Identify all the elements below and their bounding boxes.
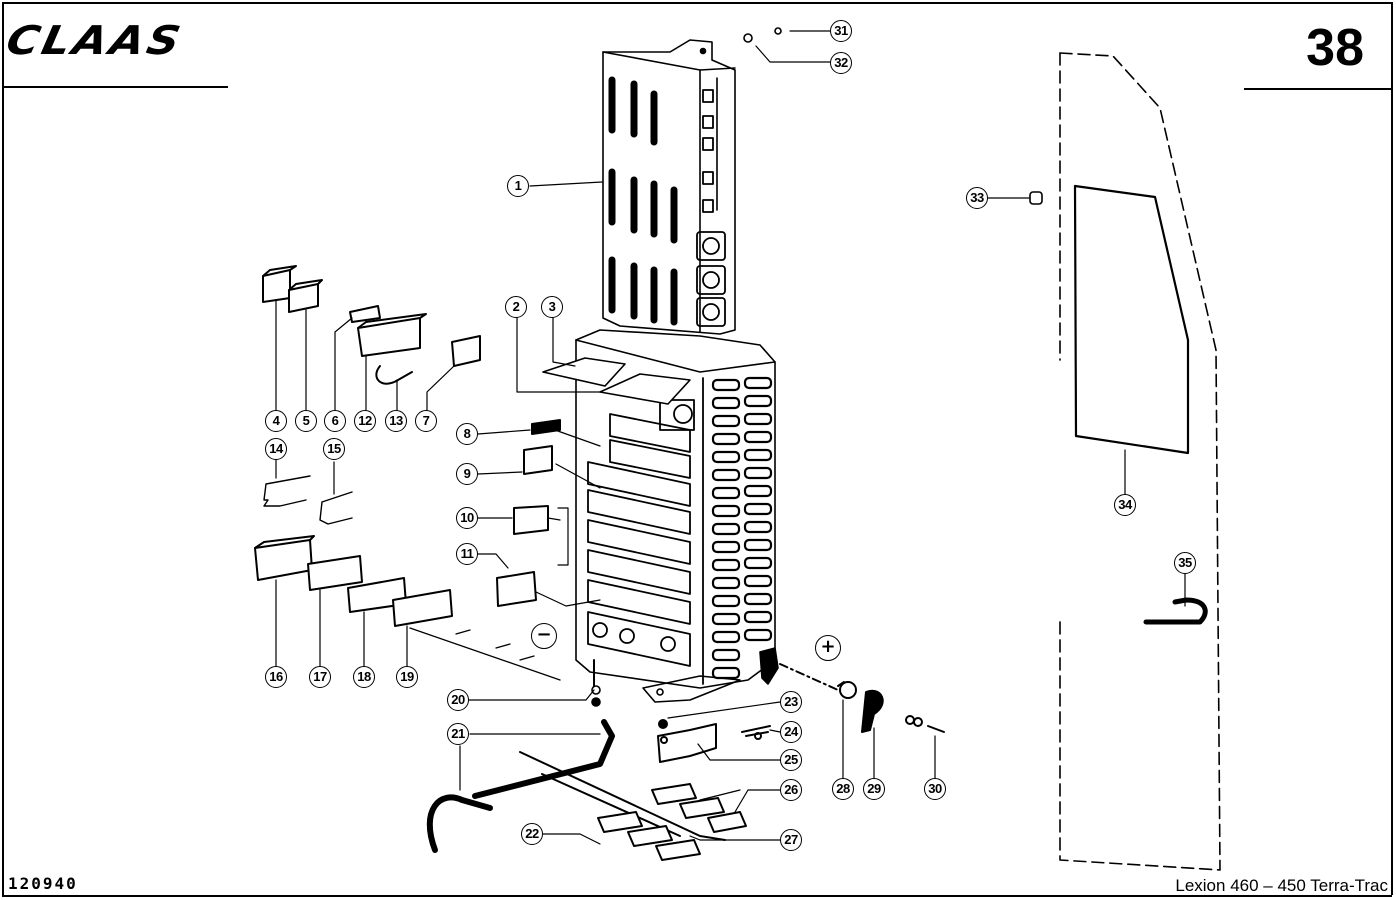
callout-34[interactable]: 34 xyxy=(1114,494,1136,516)
callout-2[interactable]: 2 xyxy=(505,296,527,318)
header-rule-right xyxy=(1244,88,1392,90)
callout-5[interactable]: 5 xyxy=(295,410,317,432)
callout-4[interactable]: 4 xyxy=(265,410,287,432)
callout-26[interactable]: 26 xyxy=(780,779,802,801)
callout-21[interactable]: 21 xyxy=(447,723,469,745)
callout-31[interactable]: 31 xyxy=(830,20,852,42)
frame-bottom xyxy=(2,895,1392,897)
fuse-column xyxy=(711,376,773,680)
callout-29[interactable]: 29 xyxy=(863,778,885,800)
wire-bridge-14 xyxy=(263,475,311,507)
relay-group-top xyxy=(262,265,481,385)
callout-32[interactable]: 32 xyxy=(830,52,852,74)
callout-17[interactable]: 17 xyxy=(309,666,331,688)
callout-7[interactable]: 7 xyxy=(415,410,437,432)
callout-28[interactable]: 28 xyxy=(832,778,854,800)
callout-16[interactable]: 16 xyxy=(265,666,287,688)
callout-10[interactable]: 10 xyxy=(456,507,478,529)
earth-straps xyxy=(426,719,771,861)
callout-11[interactable]: 11 xyxy=(456,543,478,565)
callout-35[interactable]: 35 xyxy=(1174,552,1196,574)
header-rule-left xyxy=(2,86,228,88)
callout-9[interactable]: 9 xyxy=(456,463,478,485)
negative-terminal-symbol: − xyxy=(531,623,557,649)
callout-27[interactable]: 27 xyxy=(780,829,802,851)
callout-15[interactable]: 15 xyxy=(323,438,345,460)
callout-12[interactable]: 12 xyxy=(354,410,376,432)
callout-6[interactable]: 6 xyxy=(324,410,346,432)
callout-30[interactable]: 30 xyxy=(924,778,946,800)
connector-slots xyxy=(608,76,678,326)
callout-24[interactable]: 24 xyxy=(780,721,802,743)
fuse-relay-box xyxy=(542,329,779,703)
frame-right xyxy=(1391,2,1393,895)
callout-19[interactable]: 19 xyxy=(396,666,418,688)
cab-outline xyxy=(1029,52,1221,871)
frame-top xyxy=(2,2,1392,4)
positive-terminal-symbol: + xyxy=(815,635,841,661)
model-label: Lexion 460 – 450 Terra-Trac xyxy=(1175,876,1388,895)
callout-1[interactable]: 1 xyxy=(507,175,529,197)
callout-33[interactable]: 33 xyxy=(966,187,988,209)
callout-23[interactable]: 23 xyxy=(780,691,802,713)
callout-25[interactable]: 25 xyxy=(780,749,802,771)
page-number: 38 xyxy=(1306,19,1364,77)
frame-left xyxy=(2,2,4,895)
callout-3[interactable]: 3 xyxy=(541,296,563,318)
callout-13[interactable]: 13 xyxy=(385,410,407,432)
callout-14[interactable]: 14 xyxy=(265,438,287,460)
diode-modules xyxy=(496,419,561,607)
battery-terminal-parts xyxy=(745,663,945,740)
central-electronics-module xyxy=(602,39,736,335)
leader-lines xyxy=(275,30,1186,845)
relay-group-bottom xyxy=(254,535,453,627)
callout-8[interactable]: 8 xyxy=(456,423,478,445)
wire-bridge-15 xyxy=(319,491,353,525)
callout-20[interactable]: 20 xyxy=(447,689,469,711)
callout-22[interactable]: 22 xyxy=(521,823,543,845)
document-number: 120940 xyxy=(8,874,78,893)
callout-18[interactable]: 18 xyxy=(353,666,375,688)
